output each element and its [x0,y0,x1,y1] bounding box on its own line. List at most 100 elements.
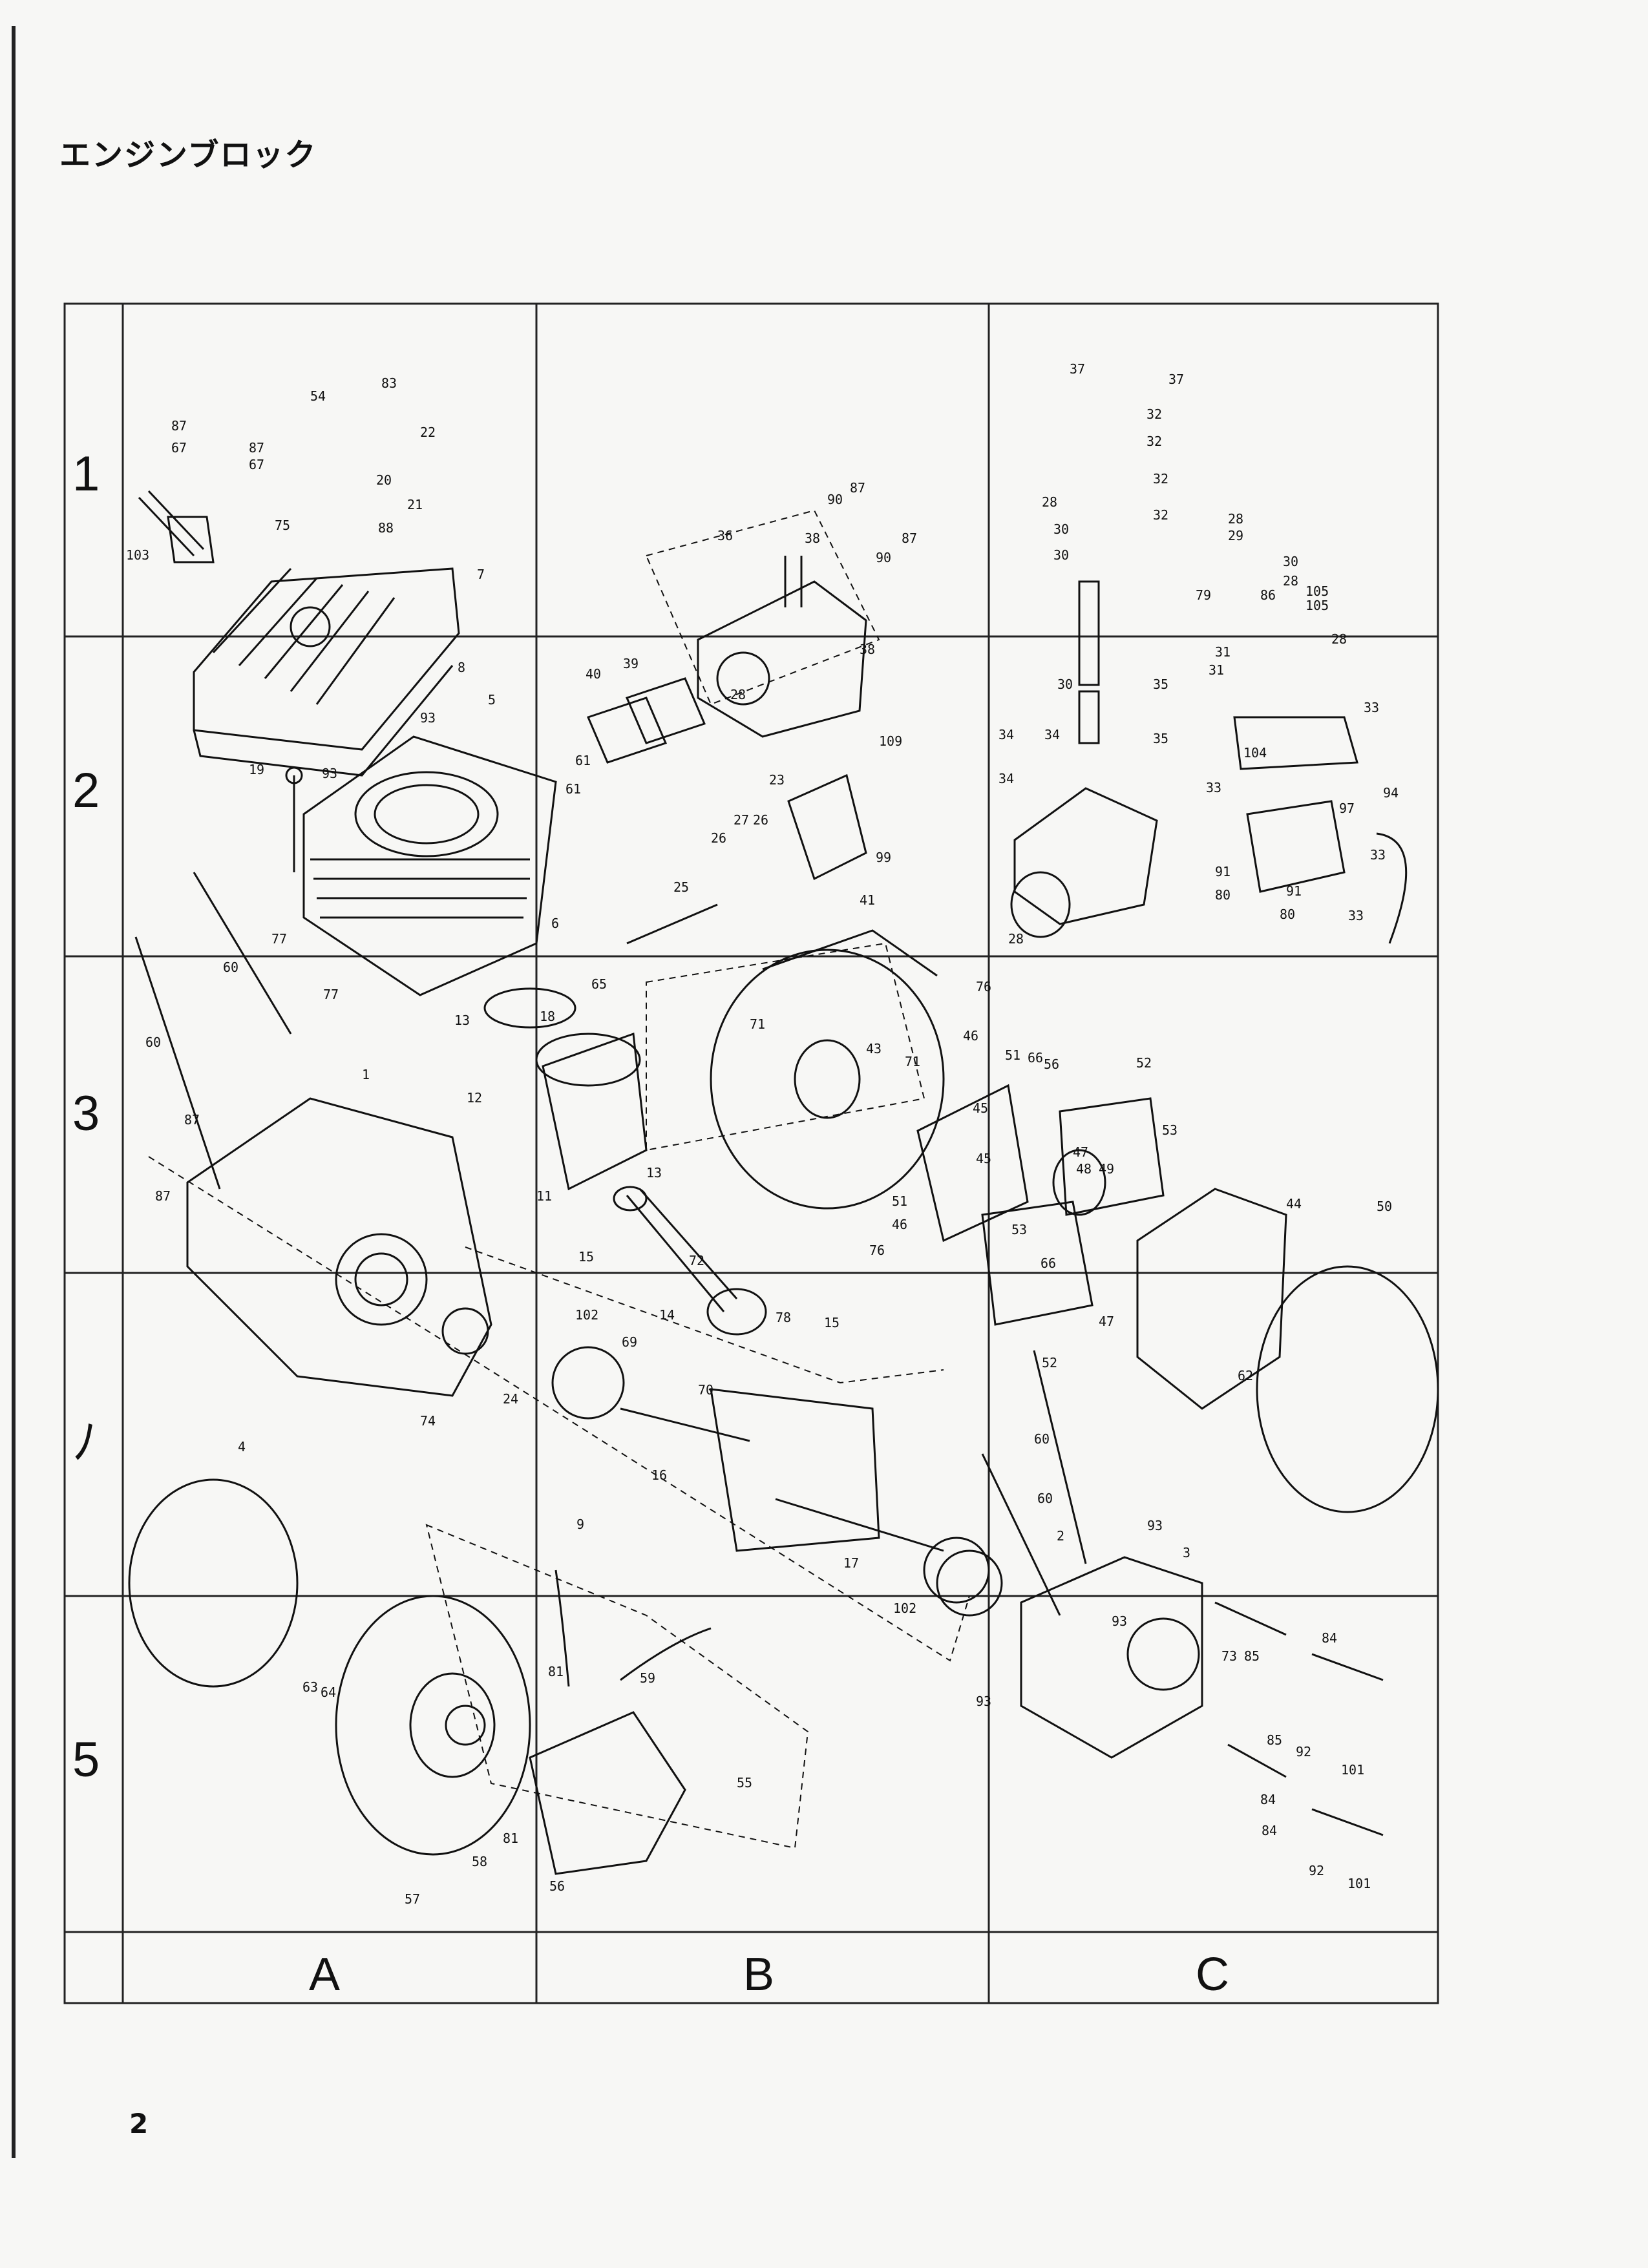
callout-48: 48 [1076,1161,1092,1177]
flywheel [335,1595,531,1856]
callout-3: 3 [1183,1545,1190,1560]
callout-18: 18 [540,1009,555,1024]
intake-insulator [586,697,668,764]
callout-105a: 105 [1305,583,1329,599]
callout-69: 69 [622,1334,637,1350]
callout-51a: 51 [1005,1047,1020,1063]
cylinder-head [193,567,460,777]
callout-50: 50 [1377,1199,1392,1214]
callout-56b: 56 [549,1878,565,1894]
callout-21: 21 [407,497,423,512]
callout-33b: 33 [1206,780,1221,795]
callout-74: 74 [420,1413,436,1429]
callout-84c: 84 [1262,1823,1277,1838]
clutch-shoes [916,1084,1165,1326]
callout-90b: 90 [876,550,891,565]
throttle-spring [1078,580,1100,686]
callout-73: 73 [1221,1648,1237,1664]
callout-61a: 61 [575,753,591,768]
crankcase-right [1136,1188,1287,1410]
column-label-c: C [1196,1949,1229,2000]
callout-47a: 47 [1073,1144,1088,1160]
callout-12: 12 [467,1090,482,1106]
fuel-hose [1376,832,1408,944]
callout-99: 99 [876,850,891,865]
callout-28a: 28 [730,687,746,702]
callout-30a: 30 [1053,521,1069,537]
column-label-a: A [309,1949,341,2000]
callout-66b: 66 [1041,1255,1056,1271]
callout-32b: 32 [1146,434,1162,449]
callout-92a: 92 [1296,1744,1311,1759]
callout-60d: 60 [1037,1491,1053,1506]
callout-64: 64 [321,1685,336,1700]
row-label-2: 2 [72,763,100,818]
callout-13b: 13 [646,1165,662,1181]
callout-25: 25 [673,879,689,895]
stator [529,1570,712,1875]
callout-33d: 33 [1370,847,1386,863]
callout-35b: 35 [1153,731,1168,746]
stud-bolt-3 [1033,1350,1087,1564]
callout-36: 36 [717,528,733,543]
callout-86: 86 [1260,587,1276,603]
callout-30b: 30 [1053,547,1069,563]
callout-65: 65 [591,976,607,992]
callout-52b: 52 [1042,1355,1057,1370]
callout-31a: 31 [1215,644,1231,660]
callout-102b: 102 [893,1601,916,1616]
callout-58: 58 [472,1854,487,1869]
callout-53b: 53 [1011,1222,1027,1237]
callout-81a: 81 [503,1831,518,1846]
crankcase-right-half [1020,1556,1203,1759]
callout-7: 7 [477,567,485,582]
callout-71a: 71 [750,1016,765,1032]
throttle-valve [1078,690,1100,744]
callout-54: 54 [310,388,326,404]
callout-31b: 31 [1209,662,1224,678]
callout-97: 97 [1339,801,1355,816]
callout-15b: 15 [824,1315,840,1330]
callout-15a: 15 [578,1249,594,1265]
callout-84a: 84 [1322,1630,1337,1646]
piston [483,987,648,1191]
callout-59: 59 [640,1670,655,1686]
callout-6: 6 [551,916,559,931]
callout-20: 20 [376,472,392,488]
callout-32c: 32 [1153,471,1168,487]
callout-103: 103 [126,547,149,563]
callout-104: 104 [1243,745,1267,761]
callout-23: 23 [769,772,785,788]
callout-87d: 87 [155,1188,171,1204]
callout-102a: 102 [575,1307,598,1323]
stud-bolt-4 [981,1453,1061,1616]
callout-37b: 37 [1168,372,1184,387]
filter-cover [1256,1265,1439,1513]
callout-30c: 30 [1283,554,1298,569]
callout-66a: 66 [1028,1050,1043,1066]
bearing-right [936,1549,1003,1617]
callout-93d: 93 [1112,1613,1127,1629]
callout-72: 72 [689,1253,704,1268]
bearing-mid [551,1346,625,1420]
callout-41: 41 [860,892,875,908]
callout-93c: 93 [1147,1518,1163,1533]
callout-30d: 30 [1057,677,1073,692]
crankcase-left [186,1097,492,1397]
callout-44: 44 [1286,1196,1302,1212]
callout-34a: 34 [998,727,1014,742]
crankshaft [620,1388,990,1604]
bolt-3 [1227,1743,1287,1778]
callout-70: 70 [698,1382,713,1398]
callout-28c: 28 [1228,511,1243,527]
callout-27: 27 [734,812,749,828]
callout-90a: 90 [827,492,843,507]
bolt-2 [1311,1653,1384,1681]
callout-8: 8 [458,660,465,675]
callout-2: 2 [1057,1528,1064,1544]
callout-93e: 93 [976,1694,991,1709]
callout-5: 5 [488,692,496,708]
callout-19: 19 [249,762,264,777]
callout-45a: 45 [973,1100,988,1116]
